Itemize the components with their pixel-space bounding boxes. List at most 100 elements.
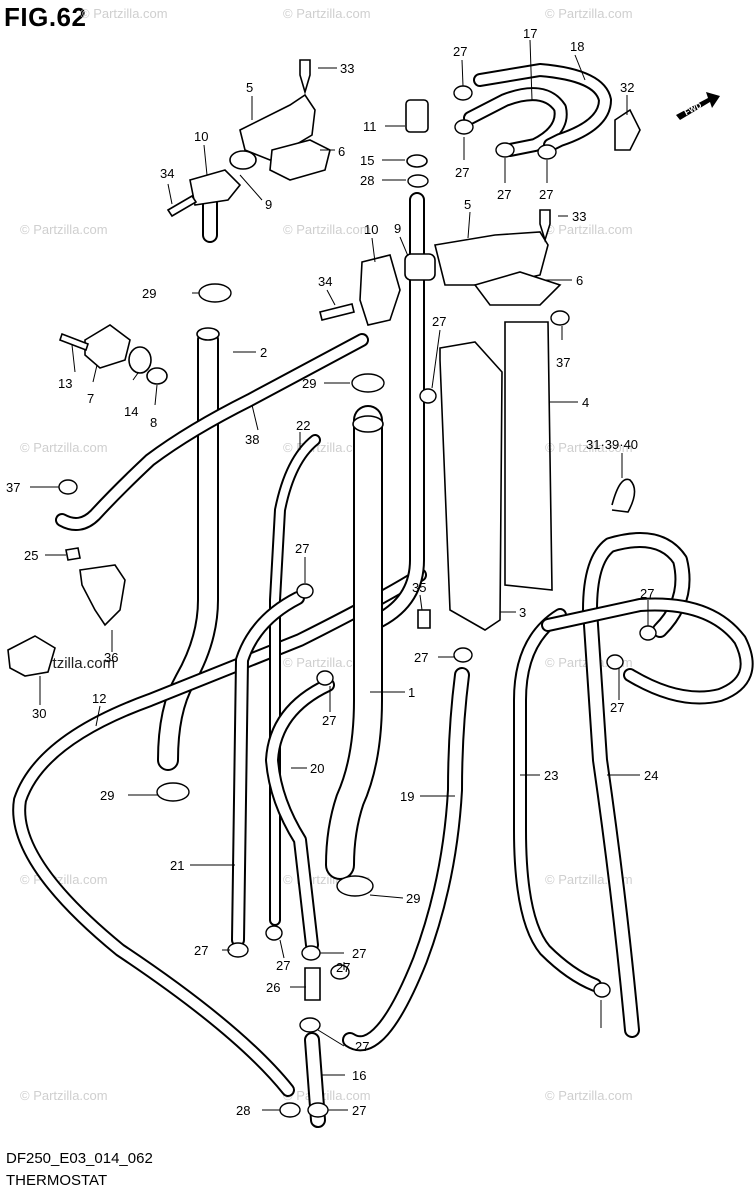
callout-27: 27: [455, 165, 469, 180]
watermark: © Partzilla.com: [545, 222, 633, 237]
callout-27: 27: [352, 946, 366, 961]
callout-30: 30: [32, 706, 46, 721]
clamp-27: [307, 1102, 329, 1118]
gasket-6-right: [473, 271, 562, 306]
callout-27: 27: [322, 713, 336, 728]
callout-27: 27: [295, 541, 309, 556]
bolt-25: [65, 547, 81, 561]
clamp-27: [453, 647, 473, 663]
fwd-arrow-icon: [676, 92, 720, 120]
thermostat-cover-10-right: [359, 254, 401, 326]
clamp-37: [58, 479, 78, 495]
clamp-27: [453, 85, 473, 101]
callout-33: 33: [572, 209, 586, 224]
connector-11: [405, 99, 429, 133]
callout-15: 15: [360, 153, 374, 168]
watermark: © Partzilla.com: [283, 655, 371, 670]
callout-27: 27: [336, 960, 350, 975]
clamp-27: [299, 1017, 321, 1033]
watermark: © Partzilla.com: [20, 440, 108, 455]
thermostat-9-right: [404, 253, 436, 281]
callout-2: 2: [260, 345, 267, 360]
clamp-27: [316, 670, 334, 686]
clamp-27: [419, 388, 437, 404]
figure-name: THERMOSTAT: [6, 1172, 108, 1189]
thermostat-9: [229, 150, 257, 170]
clamp-30: [7, 635, 56, 677]
callout-27: 27: [352, 1103, 366, 1118]
bolt-34-right: [319, 303, 355, 321]
callout-9: 9: [394, 221, 401, 236]
callout-24: 24: [644, 768, 658, 783]
callout-5: 5: [246, 80, 253, 95]
clamp-29: [198, 283, 232, 303]
callout-7: 7: [87, 391, 94, 406]
callout-29: 29: [302, 376, 316, 391]
bolt-34-top: [166, 194, 198, 218]
callout-22: 22: [296, 418, 310, 433]
callout-12: 12: [92, 691, 106, 706]
watermark: © Partzilla.com: [20, 1088, 108, 1103]
clamp-27: [606, 654, 624, 670]
joint-26: [304, 967, 321, 1001]
washer-15: [406, 154, 428, 168]
watermark: © Partzilla.com: [283, 222, 371, 237]
callout-23: 23: [544, 768, 558, 783]
figure-code: DF250_E03_014_062: [6, 1150, 153, 1167]
callout-34: 34: [160, 166, 174, 181]
callout-11: 11: [363, 119, 377, 134]
bolt-35: [417, 609, 431, 629]
watermark: © Partzilla.com: [545, 440, 633, 455]
callout-1: 1: [408, 685, 415, 700]
callout-5: 5: [464, 197, 471, 212]
callout-29: 29: [100, 788, 114, 803]
callout-37: 37: [556, 355, 570, 370]
clamp-27: [639, 625, 657, 641]
clamp-28: [407, 174, 429, 188]
callout-27: 27: [355, 1039, 369, 1054]
clamp-28: [279, 1102, 301, 1118]
callout-6: 6: [576, 273, 583, 288]
watermark: © Partzilla.com: [545, 1088, 633, 1103]
housing-7: [84, 324, 131, 369]
callout-28: 28: [236, 1103, 250, 1118]
callout-35: 35: [412, 580, 426, 595]
callout-26: 26: [266, 980, 280, 995]
callout-14: 14: [124, 404, 138, 419]
o-ring-14: [128, 346, 152, 374]
callout-27: 27: [610, 700, 624, 715]
callout-3: 3: [519, 605, 526, 620]
leader-lines: [30, 39, 649, 1111]
callout-31-39-40: 31·39·40: [586, 437, 638, 452]
thermostat-cover-10: [189, 169, 242, 206]
callout-27: 27: [497, 187, 511, 202]
callout-38: 38: [245, 432, 259, 447]
callout-6: 6: [338, 144, 345, 159]
callout-25: 25: [24, 548, 38, 563]
callout-8: 8: [150, 415, 157, 430]
callout-20: 20: [310, 761, 324, 776]
callout-33: 33: [340, 61, 354, 76]
clip-31-39-40: [611, 478, 636, 513]
callout-36: 36: [104, 650, 118, 665]
anode-8: [146, 367, 168, 385]
callout-27: 27: [640, 586, 654, 601]
callout-29: 29: [142, 286, 156, 301]
callout-13: 13: [58, 376, 72, 391]
callout-37: 37: [6, 480, 20, 495]
clamp-29: [351, 373, 385, 393]
callout-16: 16: [352, 1068, 366, 1083]
watermark: © Partzilla.com: [545, 6, 633, 21]
bracket-36: [79, 564, 126, 627]
callout-10: 10: [194, 129, 208, 144]
cooler-plate-3: [439, 341, 503, 631]
cooler-gasket-4: [504, 321, 553, 591]
clamp-27: [537, 144, 557, 160]
clamp-27: [593, 982, 611, 998]
bolt-13: [58, 332, 90, 352]
clamp-27: [227, 942, 249, 958]
callout-34: 34: [318, 274, 332, 289]
callout-28: 28: [360, 173, 374, 188]
